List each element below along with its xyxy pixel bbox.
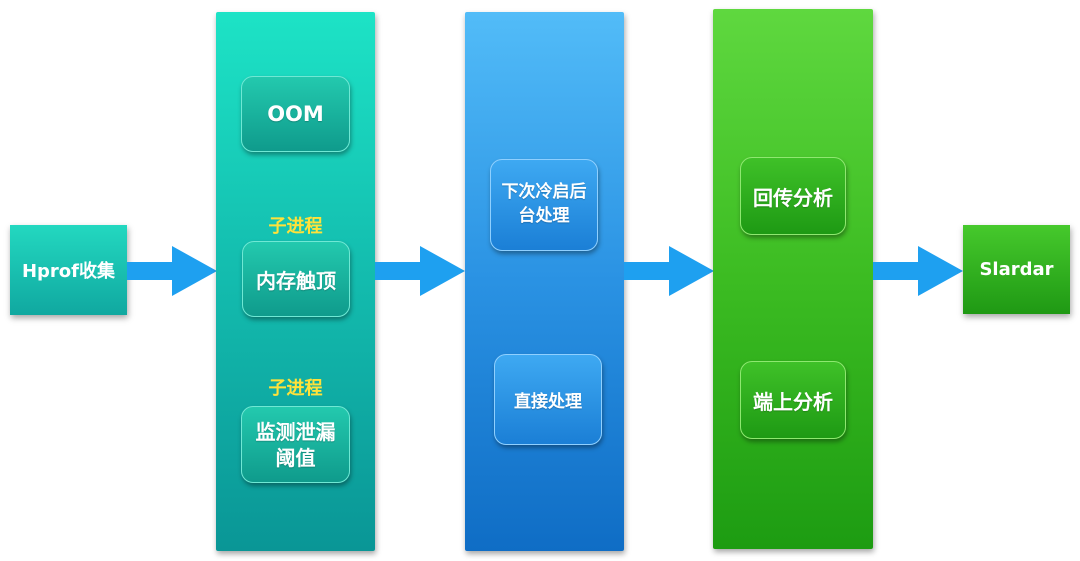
arrow-right-icon [624, 246, 714, 296]
device-analysis-box: 端上分析 [740, 361, 846, 439]
oom-label: OOM [267, 102, 324, 126]
slardar-label: Slardar [979, 259, 1054, 280]
hprof-collect-box: Hprof收集 [10, 225, 127, 315]
leak-threshold-line2: 阈值 [275, 445, 316, 470]
subprocess-label-2: 子进程 [268, 378, 323, 399]
stage2-column [465, 12, 624, 551]
subprocess-label-1: 子进程 [268, 216, 323, 237]
next-cold-start-line2: 台处理 [518, 206, 570, 226]
arrow-right-icon [375, 246, 465, 296]
upload-analysis-box: 回传分析 [740, 157, 846, 235]
next-cold-start-box: 下次冷启后 台处理 [490, 159, 598, 251]
direct-process-label: 直接处理 [514, 392, 582, 412]
leak-threshold-line1: 监测泄漏 [255, 419, 336, 444]
arrow-right-icon [127, 246, 217, 296]
hprof-collect-label: Hprof收集 [21, 261, 116, 282]
upload-analysis-label: 回传分析 [753, 185, 833, 210]
direct-process-box: 直接处理 [494, 354, 602, 445]
device-analysis-label: 端上分析 [753, 389, 833, 414]
arrow-right-icon [873, 246, 963, 296]
oom-box: OOM [241, 76, 350, 152]
next-cold-start-line1: 下次冷启后 [501, 182, 587, 203]
stage3-column [713, 9, 873, 549]
memory-peak-label: 内存触顶 [256, 268, 336, 293]
memory-peak-box: 内存触顶 [242, 241, 350, 317]
leak-threshold-box: 监测泄漏 阈值 [241, 406, 350, 483]
slardar-box: Slardar [963, 225, 1070, 314]
